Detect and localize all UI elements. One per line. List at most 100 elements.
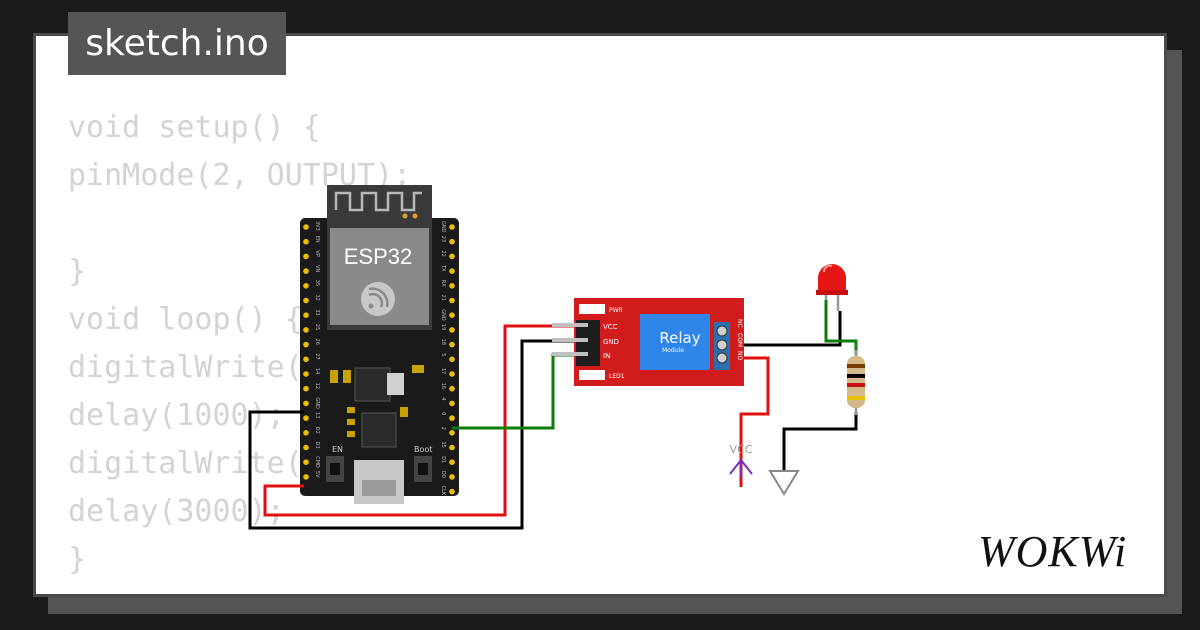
antenna-trace [334,191,422,212]
esp32-right-pin-pad[interactable] [449,444,455,451]
esp32-right-pin-pad[interactable] [449,356,455,363]
esp32-left-pin-pad[interactable] [303,238,309,245]
esp32-left-pin-label: 12 [314,383,320,389]
esp32-left-pin-pad[interactable] [303,385,309,392]
esp32-right-pin-label: CLK [440,486,446,496]
esp32-left-pin-pad[interactable] [303,253,309,260]
esp32-right-pin-label: 23 [440,236,446,242]
esp32-left-pin-pad[interactable] [303,268,309,274]
esp32-right-pin-label: 19 [440,324,446,330]
esp32-right-pin-label: 21 [440,295,446,301]
esp32-left-pin-label: 35 [314,280,320,286]
relay-sublabel: Module [662,347,684,354]
ground-symbol[interactable] [768,470,800,496]
svg-text:COM: COM [736,333,743,347]
esp32-right-pin-pad[interactable] [449,253,455,260]
esp32-left-pin-label: 32 [314,295,320,301]
esp32-left-pin-label: D3 [314,442,320,449]
esp32-left-pin-label: 33 [314,309,320,315]
relay-label: Relay [659,329,700,347]
esp32-right-pin-pad[interactable] [449,312,455,319]
esp32-left-pin-label: 14 [314,368,320,374]
svg-text:EN: EN [332,445,343,454]
esp32-right-pin-pad[interactable] [449,415,455,421]
esp32-right-pin-label: 0 [440,412,446,415]
vcc-power-symbol[interactable]: VCC [729,443,753,478]
red-led[interactable] [816,264,848,311]
resistor[interactable] [847,350,865,415]
usb-uart-chip [361,412,397,448]
wire-green-led [824,300,858,355]
voltage-regulator [354,367,391,402]
led1 [579,370,605,380]
esp32-left-pin-pad[interactable] [303,297,309,304]
relay-module[interactable]: VCC GND IN PWR LED1 Relay Module NC COM … [552,298,744,386]
esp32-right-pin-pad[interactable] [449,430,455,436]
esp32-left-pin-pad[interactable] [303,444,309,451]
esp32-right-pin-pad[interactable] [449,371,455,377]
esp32-left-pin-pad[interactable] [303,459,309,466]
esp32-left-pin-label: 3V3 [314,221,320,231]
capacitor [387,373,404,395]
esp32-right-pin-pad[interactable] [449,283,455,289]
relay-body [640,314,710,370]
esp32-left-pin-pad[interactable] [303,371,309,377]
esp32-left-pin-pad[interactable] [303,283,309,289]
esp32-right-pin-label: 18 [440,339,446,345]
wire-red-vcc [724,356,770,487]
wire-green-signal [452,353,575,430]
esp32-right-pin-pad[interactable] [449,341,455,348]
svg-text:PWR: PWR [609,307,623,314]
code-line: } [68,542,87,577]
esp32-right-pin-pad[interactable] [449,459,455,466]
esp32-right-pin-pad[interactable] [449,385,455,392]
esp32-left-pin-label: VN [314,265,320,272]
esp32-label: ESP32 [344,244,413,269]
esp32-right-pin-label: 22 [440,250,446,256]
esp32-right-pin-pad[interactable] [449,400,455,407]
code-line: void loop() { [68,302,303,337]
wokwi-logo-text: WOKWi [978,527,1127,576]
wire-red-5v [263,324,575,517]
esp32-right-pin-label: 16 [440,383,446,389]
wire-black-gnd [248,339,575,530]
esp32-left-pin-pad[interactable] [303,400,309,407]
esp32-left-pin-label: 5V [314,471,320,478]
relay-pin-gnd-label: GND [603,338,619,346]
esp32-board[interactable]: 3V3ENVPVN3532332526271412GND13D2D3CMD5V … [300,185,459,504]
relay-pin-header [576,320,600,366]
esp32-left-pin-pad[interactable] [303,224,309,230]
esp32-left-pin-pad[interactable] [303,341,309,348]
file-tab[interactable]: sketch.ino [68,12,286,75]
esp32-right-pin-label: RX [440,280,446,287]
wire-black-led [724,311,842,347]
esp32-left-pin-pad[interactable] [303,327,309,333]
esp32-left-pin-pad[interactable] [303,356,309,363]
relay-pin-in-label: IN [603,352,610,360]
esp32-left-pin-pad[interactable] [303,474,309,480]
esp32-right-pin-label: 2 [440,427,446,430]
esp32-right-pin-label: GND [440,221,446,233]
esp32-left-pin-pad[interactable] [303,312,309,319]
esp32-left-pin-label: GND [314,397,320,409]
esp32-right-pin-pad[interactable] [449,474,455,480]
esp32-right-pin-label: 17 [440,368,446,374]
esp32-left-pin-label: D2 [314,427,320,434]
wire-black-gnd2 [782,412,858,470]
esp32-right-pin-pad[interactable] [449,238,455,245]
esp32-right-pin-pad[interactable] [449,224,455,230]
esp32-right-pin-pad[interactable] [449,297,455,304]
esp32-right-pin-pad[interactable] [449,488,455,495]
esp32-left-pin-pad[interactable] [303,430,309,436]
wokwi-logo[interactable]: WOKWi [976,524,1152,578]
esp32-left-pin-label: 25 [314,324,320,330]
esp32-right-pin-pad[interactable] [449,268,455,274]
esp32-left-pin-label: VP [314,250,320,256]
esp32-left-pin-label: 27 [314,353,320,359]
esp32-left-pin-pad[interactable] [303,415,309,421]
code-line: void setup() { [68,110,321,145]
esp32-right-pin-pad[interactable] [449,327,455,333]
svg-text:NC: NC [736,319,743,328]
